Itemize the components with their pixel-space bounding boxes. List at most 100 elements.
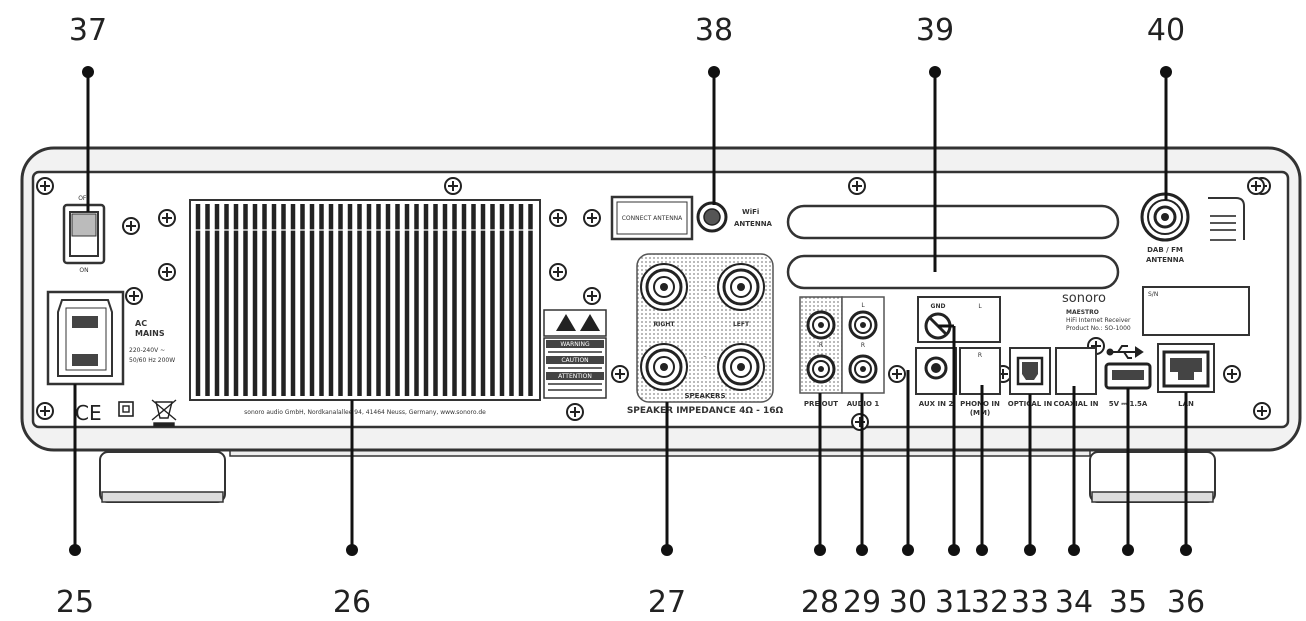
svg-text:R: R bbox=[978, 352, 982, 359]
callout-28: 28 bbox=[801, 585, 839, 620]
switch-off-label: OFF bbox=[78, 195, 90, 202]
ac-title2: MAINS bbox=[135, 329, 165, 338]
callout-32: 32 bbox=[971, 585, 1009, 620]
warning-labels: WARNING CAUTION ATTENTION bbox=[543, 309, 607, 399]
aux-in2-label: AUX IN 2 bbox=[919, 400, 954, 408]
ac-title: AC bbox=[135, 319, 147, 328]
ac-freq: 50/60 Hz 200W bbox=[129, 357, 175, 364]
screw-icon bbox=[1223, 365, 1241, 383]
lan-port: LAN bbox=[1157, 343, 1215, 408]
aux-in2-jack: AUX IN 2 bbox=[915, 347, 957, 408]
screw-icon bbox=[444, 177, 462, 195]
svg-text:–: – bbox=[704, 287, 707, 294]
svg-text:–: – bbox=[704, 353, 707, 360]
svg-text:L: L bbox=[861, 302, 865, 309]
rca-jack bbox=[806, 310, 836, 340]
rca-jack bbox=[848, 354, 878, 384]
power-switch: OFF ON bbox=[62, 195, 106, 274]
coaxial-input: COAXIAL IN bbox=[1053, 347, 1099, 408]
wifi-antenna: CONNECT ANTENNA WiFi ANTENNA bbox=[610, 195, 773, 241]
caution-title: CAUTION bbox=[561, 357, 588, 364]
callout-39: 39 bbox=[916, 13, 954, 48]
screw-icon bbox=[158, 263, 176, 281]
screw-icon bbox=[122, 217, 140, 235]
panel-screws bbox=[36, 177, 1271, 431]
model-product-no: Product No.: SO-1000 bbox=[1066, 325, 1131, 332]
callout-27: 27 bbox=[648, 585, 686, 620]
service-mark-icon bbox=[1208, 197, 1245, 240]
double-insulation-icon bbox=[118, 401, 134, 417]
callout-25: 25 bbox=[56, 585, 94, 620]
ventilation-slots bbox=[786, 204, 1120, 290]
speaker-impedance-label: SPEAKER IMPEDANCE 4Ω - 16Ω bbox=[627, 406, 784, 416]
screw-icon bbox=[888, 365, 906, 383]
brand-logo-text: sonoro bbox=[1062, 291, 1106, 306]
dab-label: DAB / FM bbox=[1147, 246, 1183, 254]
screw-icon bbox=[851, 413, 869, 431]
callout-35: 35 bbox=[1109, 585, 1147, 620]
model-desc: HiFi Internet Receiver bbox=[1066, 317, 1131, 324]
warning-triangle-icon-2 bbox=[580, 314, 600, 331]
speakers-title: SPEAKERS bbox=[684, 392, 725, 400]
svg-text:R: R bbox=[819, 342, 823, 349]
speaker-right-label: RIGHT bbox=[654, 321, 676, 328]
heatsink-caption: sonoro audio GmbH, Nordkanalallee 94, 41… bbox=[244, 409, 486, 416]
screw-icon bbox=[583, 209, 601, 227]
callout-33: 33 bbox=[1011, 585, 1049, 620]
switch-on-label: ON bbox=[79, 267, 88, 274]
callout-40: 40 bbox=[1147, 13, 1185, 48]
gnd-label: GND bbox=[931, 303, 946, 310]
screw-icon bbox=[36, 402, 54, 420]
screw-icon bbox=[158, 209, 176, 227]
coaxial-label: COAXIAL IN bbox=[1053, 400, 1098, 408]
screw-icon bbox=[566, 403, 584, 421]
speaker-left-label: LEFT bbox=[733, 321, 750, 328]
binding-post bbox=[640, 343, 688, 391]
screw-icon bbox=[583, 287, 601, 305]
callout-lines bbox=[69, 66, 1192, 556]
screw-icon bbox=[1247, 177, 1265, 195]
antenna-sticker bbox=[610, 195, 694, 241]
phono-gnd-block: GND L R PHONO IN (MM) bbox=[917, 296, 1001, 417]
wifi-label: WiFi bbox=[742, 208, 759, 216]
ac-mains-socket: AC MAINS 220-240V ~ 50/60 Hz 200W bbox=[46, 290, 175, 386]
warning-title: WARNING bbox=[560, 341, 590, 348]
speaker-terminals: – – RIGHT LEFT SPEAKERS SPEAKER IMPEDANC… bbox=[627, 253, 784, 416]
weee-bin-icon bbox=[151, 399, 177, 427]
warning-triangle-icon bbox=[556, 314, 576, 331]
screw-icon bbox=[125, 287, 143, 305]
rca-jack bbox=[806, 354, 836, 384]
callout-37: 37 bbox=[69, 13, 107, 48]
svg-text:R: R bbox=[861, 342, 865, 349]
usb-icon bbox=[1106, 345, 1144, 359]
serial-number-box bbox=[1142, 286, 1250, 336]
antenna-sticker-text: CONNECT ANTENNA bbox=[622, 215, 683, 222]
binding-post bbox=[717, 343, 765, 391]
binding-post bbox=[717, 263, 765, 311]
screw-icon bbox=[1253, 402, 1271, 420]
callout-29: 29 bbox=[843, 585, 881, 620]
rca-jack bbox=[848, 310, 878, 340]
callout-36: 36 bbox=[1167, 585, 1205, 620]
callout-26: 26 bbox=[333, 585, 371, 620]
screw-icon bbox=[549, 263, 567, 281]
model-name: MAESTRO bbox=[1066, 309, 1099, 316]
wifi-label-2: ANTENNA bbox=[734, 220, 773, 228]
screw-icon bbox=[549, 209, 567, 227]
callout-30: 30 bbox=[889, 585, 927, 620]
phono-label-2: (MM) bbox=[970, 409, 990, 417]
attention-title: ATTENTION bbox=[558, 373, 592, 380]
svg-text:L: L bbox=[978, 303, 982, 310]
callout-38: 38 bbox=[695, 13, 733, 48]
certification-marks: CE bbox=[75, 399, 177, 427]
screw-icon bbox=[611, 365, 629, 383]
callout-numbers: 37 38 39 40 25 26 27 28 29 30 31 32 33 3… bbox=[56, 13, 1205, 620]
heatsink: sonoro audio GmbH, Nordkanalallee 94, 41… bbox=[189, 199, 541, 416]
screw-icon bbox=[36, 177, 54, 195]
phono-label: PHONO IN bbox=[960, 400, 1000, 408]
binding-post bbox=[640, 263, 688, 311]
brand-block: sonoro MAESTRO HiFi Internet Receiver Pr… bbox=[1062, 286, 1250, 336]
screw-icon bbox=[848, 177, 866, 195]
ce-mark: CE bbox=[75, 401, 102, 425]
